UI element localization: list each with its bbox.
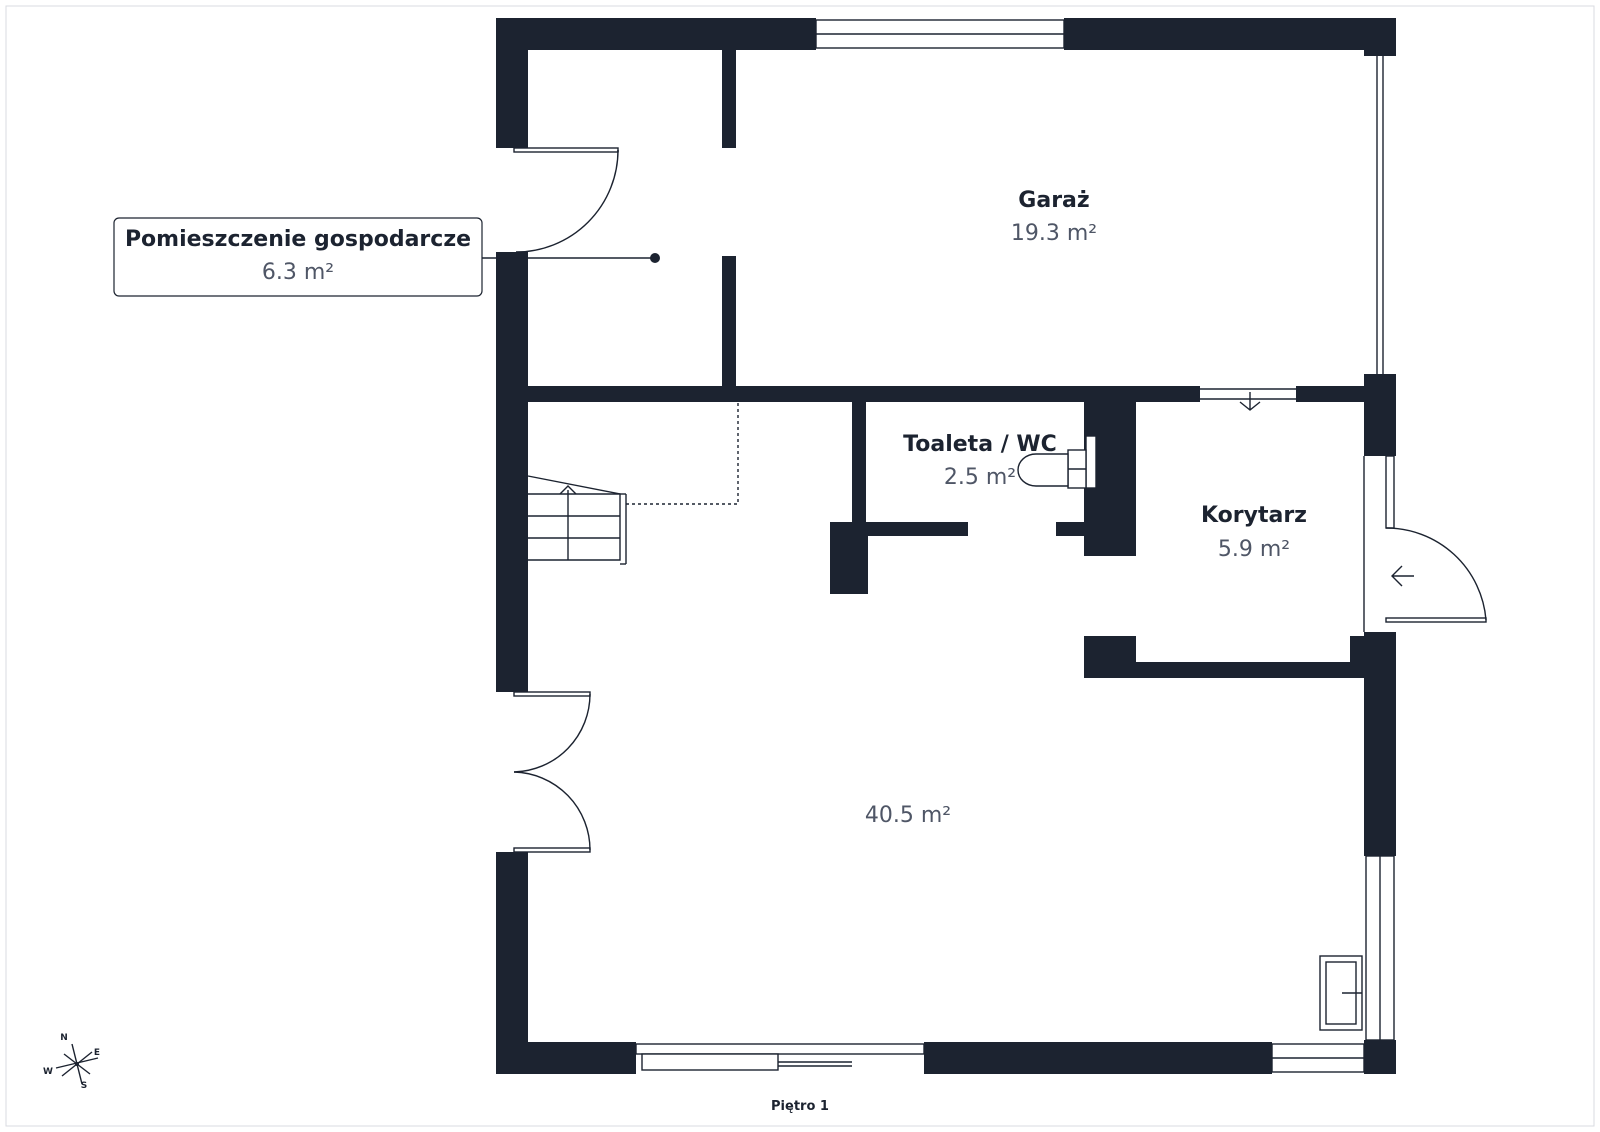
windows — [635, 19, 1395, 1073]
room-area-toilet: 2.5 m² — [944, 465, 1016, 490]
room-name-garage: Garaż — [1018, 188, 1089, 213]
room-name-corridor: Korytarz — [1201, 503, 1307, 528]
outer-walls — [496, 18, 1396, 1074]
floor-label: Piętro 1 — [771, 1099, 829, 1114]
compass-s: S — [81, 1081, 87, 1091]
room-name-toilet: Toaleta / WC — [903, 432, 1057, 457]
stairs — [527, 402, 739, 565]
utility-leader — [482, 253, 660, 263]
room-area-living: 40.5 m² — [865, 803, 951, 828]
compass-w: W — [43, 1067, 53, 1077]
room-area-corridor: 5.9 m² — [1218, 537, 1290, 562]
doors — [513, 147, 1487, 853]
room-area-utility: 6.3 m² — [262, 260, 334, 285]
compass-e: E — [94, 1048, 100, 1058]
room-area-garage: 19.3 m² — [1011, 221, 1097, 246]
compass-n: N — [60, 1033, 68, 1043]
interior-walls — [528, 50, 1366, 678]
compass-icon: N E S W — [43, 1033, 100, 1091]
room-name-utility: Pomieszczenie gospodarcze — [125, 227, 471, 252]
page-border — [5, 5, 1595, 1127]
utility-label-box — [113, 217, 483, 297]
leader-dot — [650, 253, 660, 263]
toilet-fixture — [1017, 435, 1097, 489]
sink-fixture — [1319, 955, 1363, 1031]
entrance-arrows — [1239, 392, 1414, 587]
